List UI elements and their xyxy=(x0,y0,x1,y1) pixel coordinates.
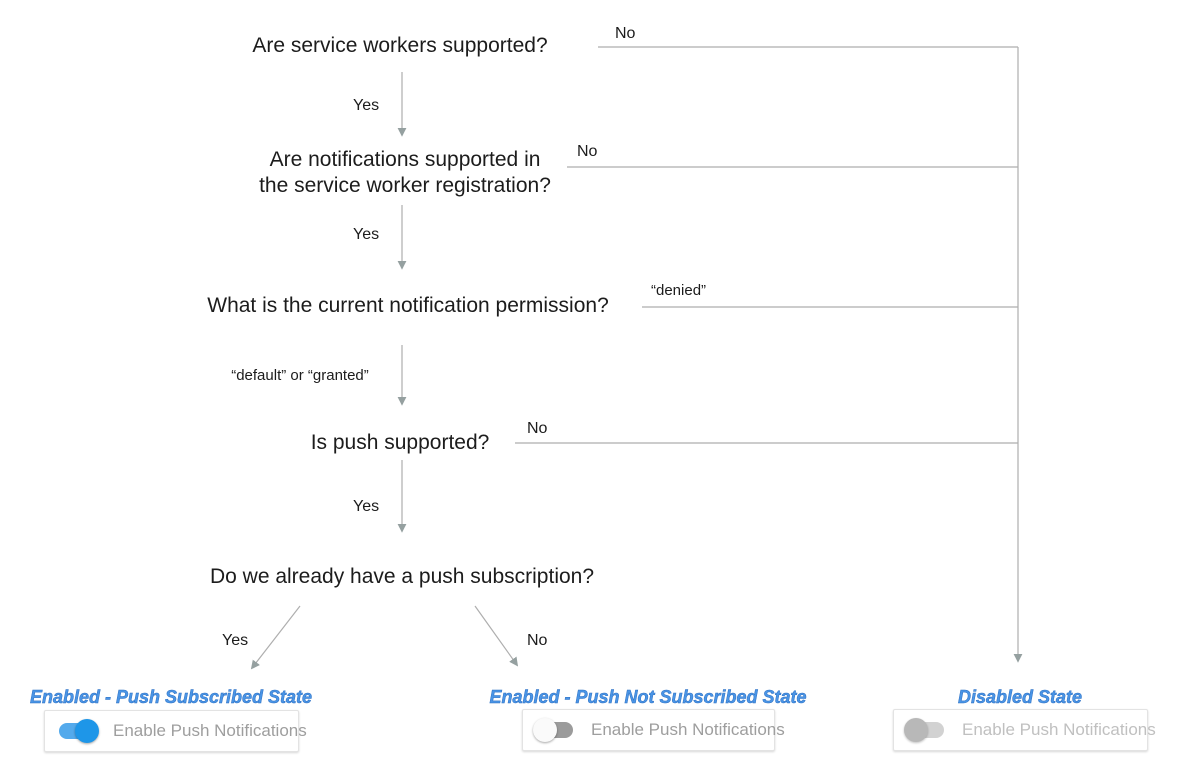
edge-label-q5-yes: Yes xyxy=(222,632,249,649)
state-title-enabled-push-subscribed: Enabled - Push Subscribed State xyxy=(29,687,313,708)
question-existing-push-subscription: Do we already have a push subscription? xyxy=(209,565,595,588)
enable-push-label: Enable Push Notifications xyxy=(113,721,307,740)
edge-q5-no-arrow xyxy=(474,605,519,667)
push-toggle-disabled xyxy=(903,717,949,743)
toggle-knob-icon xyxy=(75,719,99,743)
edge-label-q1-no: No xyxy=(615,25,636,42)
edge-label-q3-denied: “denied” xyxy=(651,282,707,299)
edge-q5-yes-arrow xyxy=(250,605,301,670)
push-toggle-on[interactable] xyxy=(54,718,100,744)
edge-label-q5-no: No xyxy=(527,632,548,649)
state-title-enabled-push-not-subscribed: Enabled - Push Not Subscribed State xyxy=(489,687,807,708)
push-card-not-subscribed: Enable Push Notifications xyxy=(522,709,785,751)
state-title-disabled: Disabled State xyxy=(957,687,1083,708)
question-service-workers-supported: Are service workers supported? xyxy=(252,34,548,57)
toggle-knob-icon xyxy=(904,718,928,742)
push-toggle-off[interactable] xyxy=(532,717,578,743)
edge-label-q4-no: No xyxy=(527,420,548,437)
question-notification-permission: What is the current notification permiss… xyxy=(207,294,609,317)
enable-push-label-disabled: Enable Push Notifications xyxy=(962,720,1156,739)
push-card-disabled: Enable Push Notifications xyxy=(893,709,1156,751)
enable-push-label: Enable Push Notifications xyxy=(591,720,785,739)
edge-label-q3-default-or-granted: “default” or “granted” xyxy=(231,367,369,384)
toggle-knob-icon xyxy=(533,718,557,742)
question-notifications-supported: Are notifications supported in the servi… xyxy=(259,148,551,197)
edge-label-q2-no: No xyxy=(577,143,598,160)
edge-label-q1-yes: Yes xyxy=(353,97,380,114)
push-card-subscribed: Enable Push Notifications xyxy=(44,710,307,752)
edge-label-q2-yes: Yes xyxy=(353,226,380,243)
question-push-supported: Is push supported? xyxy=(310,431,490,454)
edge-label-q4-yes: Yes xyxy=(353,498,380,515)
